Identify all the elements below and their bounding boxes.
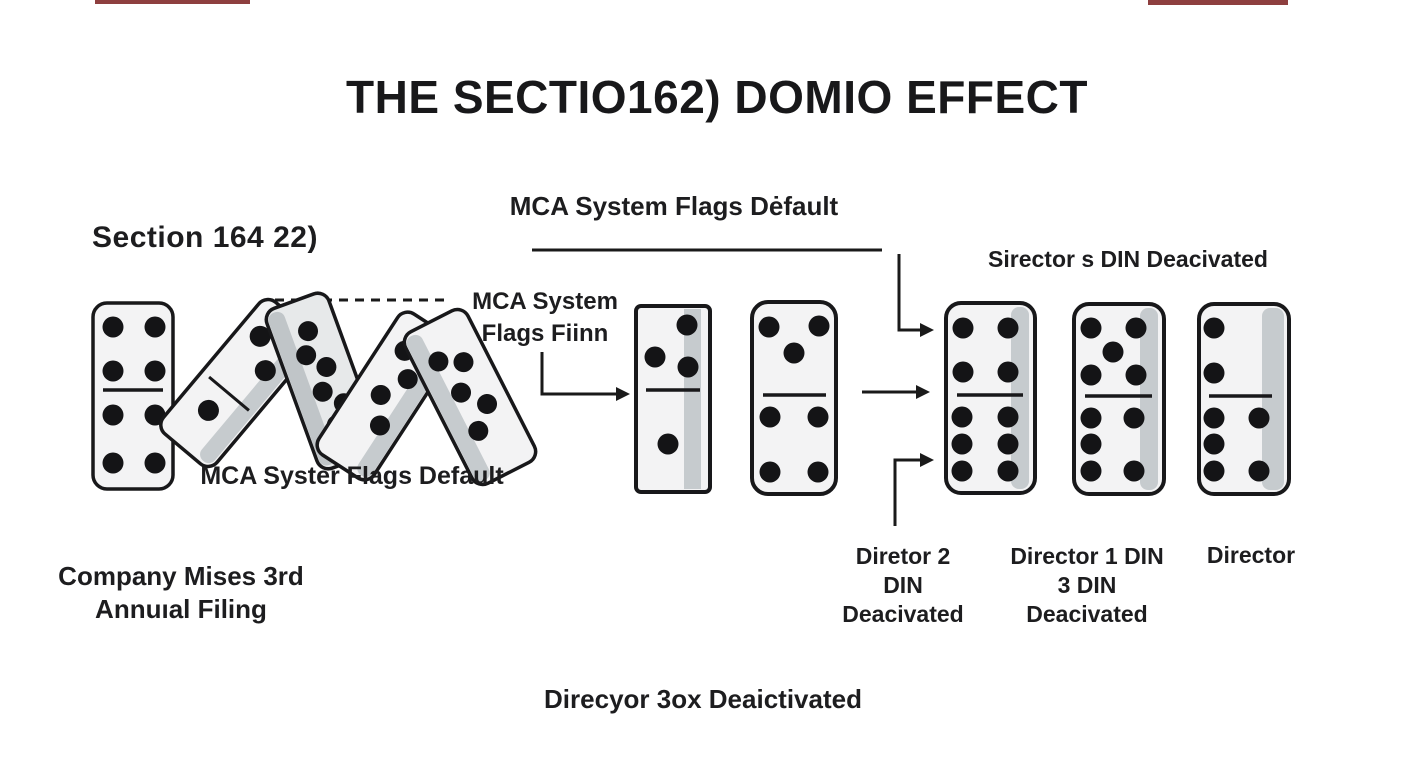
company-missed-filing-label: Company Mises 3rd Annuıal Filing — [58, 560, 304, 626]
label-line: Company Mises 3rd — [58, 561, 304, 591]
page-title: THE SECTIO162) DOMIO EFFECT — [346, 71, 1088, 123]
left-upright-domino — [91, 301, 175, 491]
label-line: Director 1 DIN — [1010, 543, 1164, 569]
pips — [102, 316, 166, 474]
label-line: Annuıal Filing — [95, 594, 267, 624]
director2-din-label: Diretor 2 DIN Deacivated — [842, 542, 963, 629]
right-domino-4-6 — [944, 301, 1037, 495]
right-domino-5-5 — [1072, 302, 1166, 496]
arrow-bottom-right — [893, 453, 934, 526]
label-line: DIN — [883, 572, 923, 598]
mca-flags-default-top-label: MCA System Flags Dėfault — [509, 191, 839, 221]
edge-stripe — [268, 311, 336, 466]
red-mark-top-left — [95, 0, 250, 4]
bottom-caption: Direcyor 3ox Deaictivated — [544, 684, 862, 714]
arrow-middle-right — [862, 385, 930, 399]
middle-domino-3-1 — [634, 304, 712, 494]
label-line: Flags Fiinn — [481, 320, 609, 347]
edge-stripe — [684, 309, 701, 489]
director1-3-din-label: Director 1 DIN 3 DIN Deacivated — [1010, 542, 1163, 629]
section-heading: Section 164 22) — [92, 221, 318, 254]
arrow-to-middle-domino — [540, 352, 630, 401]
edge-stripe — [1140, 308, 1158, 490]
director-label: Director — [1206, 542, 1296, 568]
right-domino-2-5 — [1197, 302, 1291, 496]
middle-domino-3-4 — [750, 300, 838, 496]
label-line: 3 DIN — [1057, 572, 1117, 598]
directors-din-deactivated-label: Sirector s DIN Deacivated — [988, 246, 1268, 272]
mca-system-flags-label: MCA System Flags Fiinn — [472, 286, 618, 350]
edge-stripe — [1262, 308, 1284, 490]
red-mark-top-right — [1148, 0, 1288, 5]
falling-domino-4 — [402, 307, 538, 487]
label-line: MCA System — [472, 288, 618, 315]
label-line: Diretor 2 — [855, 543, 951, 569]
mca-falling-caption: MCA Syster Flags Default — [200, 462, 504, 490]
label-line: Deacivated — [842, 601, 964, 627]
label-line: Deacivated — [1026, 601, 1148, 627]
arrow-top-right — [897, 254, 934, 337]
edge-stripe — [406, 334, 490, 482]
